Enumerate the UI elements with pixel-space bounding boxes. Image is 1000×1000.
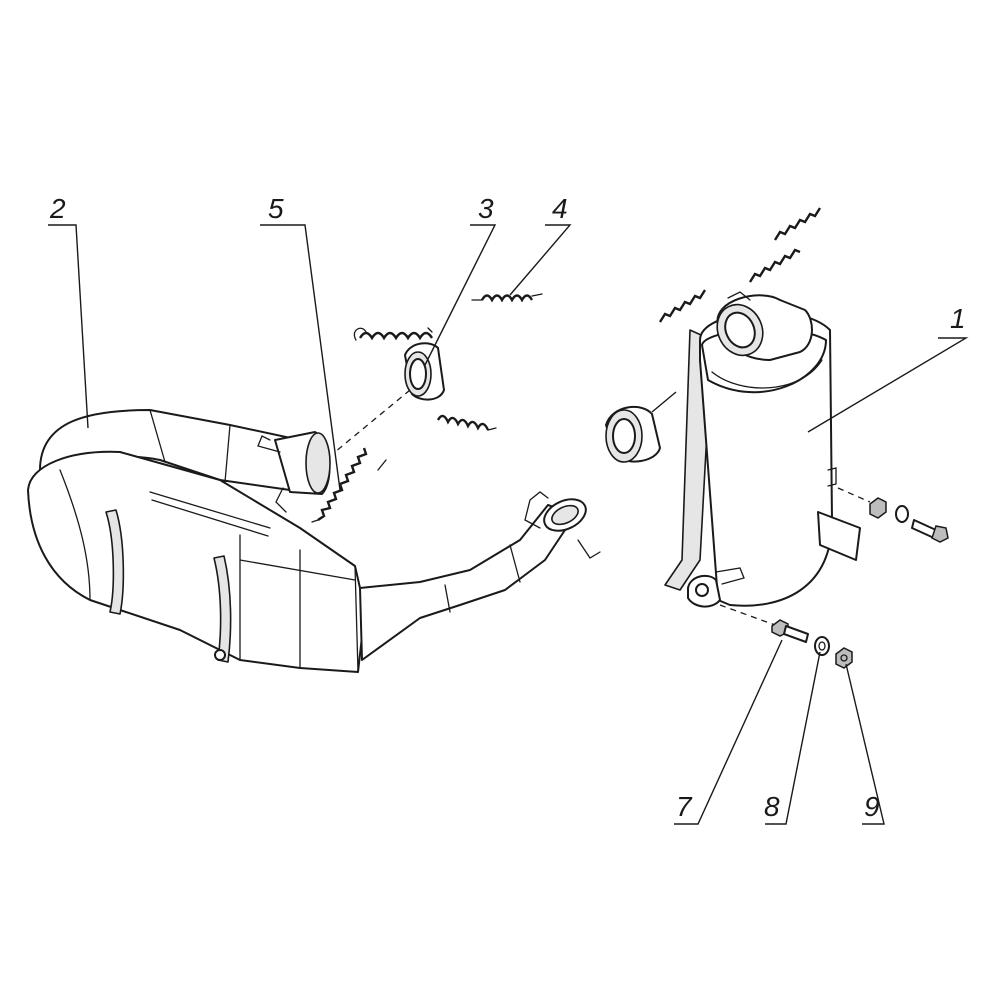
side-nut — [869, 497, 887, 519]
callout-1: 1 — [950, 303, 966, 334]
sealing-ring-left — [404, 342, 445, 401]
callout-5: 5 — [268, 193, 284, 224]
callout-8: 8 — [764, 791, 780, 822]
assembly-path-bottom — [719, 604, 776, 626]
callout-4: 4 — [552, 193, 568, 224]
washer-part-8 — [814, 636, 830, 656]
side-washer — [895, 505, 909, 523]
long-spring — [311, 447, 387, 523]
callout-leaders — [48, 224, 969, 825]
ring-right-pointer — [651, 391, 677, 413]
callout-9: 9 — [864, 791, 880, 822]
expansion-chamber — [27, 409, 601, 673]
spring-lower-left — [436, 414, 497, 431]
sealing-ring-right — [605, 406, 661, 463]
silencer — [658, 207, 861, 608]
spring-upper-left — [353, 327, 434, 341]
spring-part-4 — [471, 293, 543, 303]
side-fasteners — [837, 487, 949, 543]
callout-7: 7 — [676, 791, 693, 822]
assembly-path-ring-to-pipe — [334, 389, 411, 453]
bolt-part-7 — [771, 619, 809, 643]
spring-top-1 — [658, 289, 707, 323]
nut-part-9 — [835, 647, 853, 669]
callout-2: 2 — [49, 193, 66, 224]
callout-3: 3 — [478, 193, 494, 224]
spring-top-3 — [773, 207, 822, 241]
spring-top-2 — [748, 248, 801, 283]
